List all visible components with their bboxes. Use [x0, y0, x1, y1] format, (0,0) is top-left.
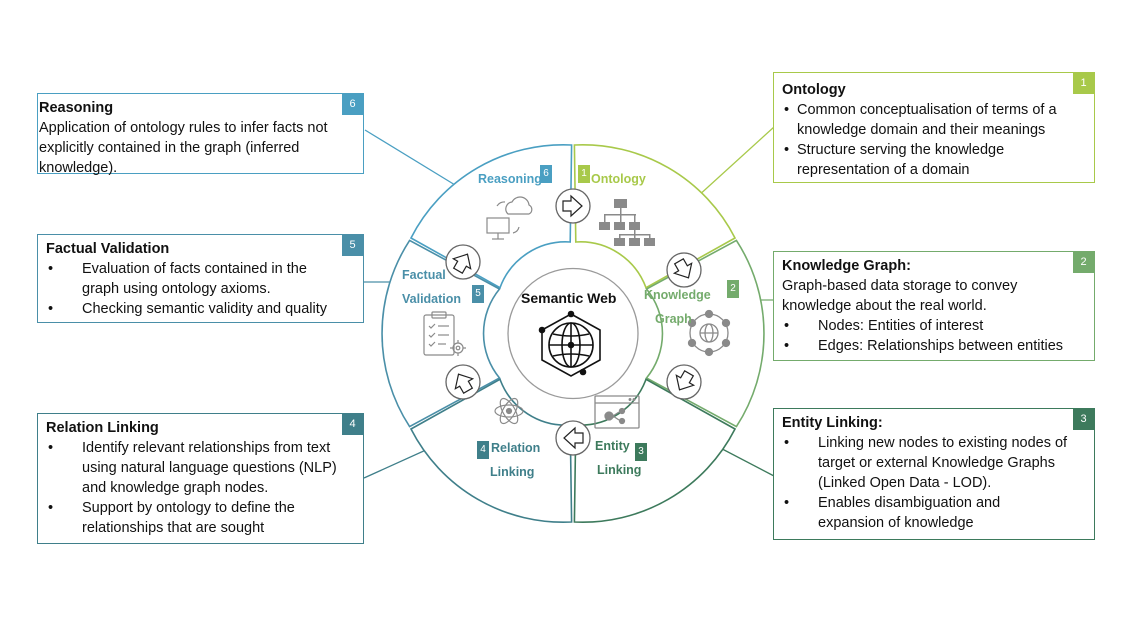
browser-window-icon	[594, 395, 640, 429]
center-hub	[507, 267, 639, 400]
checklist-gear-icon	[423, 311, 466, 356]
wheel-label-ontology[interactable]: Ontology	[591, 172, 646, 186]
connector-ontology	[696, 126, 775, 198]
ontology-box: 1 Ontology Common conceptualisation of t…	[773, 72, 1095, 183]
list-item: Linking new nodes to existing nodes of t…	[782, 433, 1070, 493]
entity-linking-box: 3 Entity Linking: Linking new nodes to e…	[773, 408, 1095, 540]
ontology-box-title: Ontology	[782, 82, 846, 98]
wheel-badge-entity-linking: 3	[635, 443, 647, 461]
wheel-label-relation-linking[interactable]: Linking	[490, 465, 535, 479]
relation-linking-box: 4 Relation Linking Identify relevant rel…	[37, 413, 364, 544]
connector-reasoning	[364, 129, 461, 189]
transition-arrow-5-to-6	[445, 244, 481, 280]
transition-arrow-6-to-1	[555, 188, 591, 224]
wheel-badge-factual-validation: 5	[472, 285, 484, 303]
list-item: Nodes: Entities of interest	[782, 316, 1068, 336]
hierarchy-chart-icon	[599, 199, 655, 246]
list-item: Common conceptualisation of terms of a k…	[782, 100, 1074, 140]
wheel-label-reasoning[interactable]: Reasoning	[478, 172, 542, 186]
reasoning-box-number: 6	[342, 94, 363, 115]
transition-arrow-2-to-3	[666, 364, 702, 400]
wheel-label-knowledge[interactable]: Knowledge	[644, 288, 711, 302]
factual-validation-box: 5 Factual Validation Evaluation of facts…	[37, 234, 364, 323]
list-item: Edges: Relationships between entities	[782, 336, 1068, 356]
transition-arrow-1-to-2	[666, 252, 702, 288]
wheel-label-entity-linking[interactable]: Linking	[597, 463, 642, 477]
wheel-label-relation[interactable]: Relation	[491, 441, 541, 455]
list-item: Support by ontology to define the relati…	[46, 498, 339, 538]
knowledge-graph-box-text: Graph-based data storage to convey knowl…	[782, 278, 1018, 314]
list-item: Identify relevant relationships from tex…	[46, 438, 339, 498]
entity-linking-box-title: Entity Linking:	[782, 415, 883, 431]
sector-relation-linking[interactable]	[409, 378, 573, 523]
reasoning-box: 6 Reasoning Application of ontology rule…	[37, 93, 364, 176]
wheel-badge-reasoning: 6	[540, 165, 552, 183]
reasoning-box-title: Reasoning	[39, 100, 114, 116]
semantic-web-globe-icon	[538, 310, 601, 377]
sector-entity-linking[interactable]	[573, 378, 737, 523]
center-title: Semantic Web	[521, 290, 617, 306]
list-item: Enables disambiguation and expansion of …	[782, 493, 1070, 533]
list-item: Checking semantic validity and quality	[46, 299, 339, 319]
sector-ontology[interactable]	[573, 144, 737, 289]
list-item: Evaluation of facts contained in the gra…	[46, 259, 339, 299]
factual-validation-bullets: Evaluation of facts contained in the gra…	[46, 259, 339, 319]
network-globe-icon	[687, 309, 731, 357]
wheel-label-factual[interactable]: Factual	[402, 268, 446, 282]
atom-icon	[494, 397, 524, 425]
reasoning-box-text: Application of ontology rules to infer f…	[39, 120, 328, 176]
ontology-box-number: 1	[1073, 73, 1094, 94]
relation-linking-bullets: Identify relevant relationships from tex…	[46, 438, 339, 538]
list-item: Structure serving the knowledge represen…	[782, 140, 1074, 180]
knowledge-graph-bullets: Nodes: Entities of interest Edges: Relat…	[782, 316, 1068, 356]
relation-linking-box-title: Relation Linking	[46, 420, 159, 436]
knowledge-graph-box-title: Knowledge Graph:	[782, 258, 911, 274]
wheel-label-validation[interactable]: Validation	[402, 292, 462, 306]
wheel-label-graph[interactable]: Graph	[655, 312, 692, 326]
entity-linking-bullets: Linking new nodes to existing nodes of t…	[782, 433, 1070, 533]
knowledge-graph-box: 2 Knowledge Graph: Graph-based data stor…	[773, 251, 1095, 361]
ontology-bullets: Common conceptualisation of terms of a k…	[782, 100, 1074, 180]
transition-arrow-3-to-4	[555, 420, 591, 456]
wheel-badge-knowledge-graph: 2	[727, 280, 739, 298]
relation-linking-box-number: 4	[342, 414, 363, 435]
cloud-computer-icon	[486, 196, 533, 240]
wheel-label-entity[interactable]: Entity	[595, 439, 630, 453]
factual-validation-box-title: Factual Validation	[46, 241, 170, 257]
wheel-badge-relation-linking: 4	[477, 441, 489, 459]
entity-linking-box-number: 3	[1073, 409, 1094, 430]
factual-validation-box-number: 5	[342, 235, 363, 256]
wheel-badge-ontology: 1	[578, 165, 590, 183]
knowledge-graph-box-number: 2	[1073, 252, 1094, 273]
transition-arrow-4-to-5	[445, 364, 481, 400]
